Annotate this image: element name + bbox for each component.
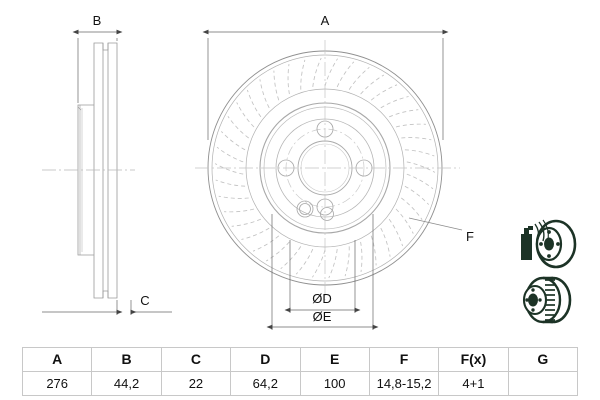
table-header-cell: A <box>21 347 93 372</box>
auxiliary-holes <box>296 200 334 221</box>
dimension-spec-table: A B C D E F F(x) G 276 44,2 22 64,2 100 … <box>21 347 579 396</box>
dimension-C <box>42 300 172 315</box>
table-header-cell: C <box>160 347 232 372</box>
table-value-cell: 14,8-15,2 <box>368 371 440 396</box>
table-header-cell: B <box>91 347 162 372</box>
table-value-cell: 100 <box>299 371 370 396</box>
vent-slot <box>370 235 377 266</box>
vent-slot <box>259 79 270 109</box>
vent-slot <box>287 64 290 95</box>
vent-slot <box>360 241 363 272</box>
table-value-cell: 44,2 <box>91 371 162 396</box>
dimension-diameter-E <box>266 214 379 330</box>
dimension-diameter-D <box>284 240 361 313</box>
vent-slot <box>401 137 432 141</box>
vent-slot <box>224 208 255 213</box>
vent-slot <box>370 84 398 101</box>
aux-hole-plain <box>320 207 334 221</box>
vent-slot <box>395 208 414 234</box>
vent-slot <box>404 185 430 205</box>
vent-slot <box>312 249 326 278</box>
dimension-label-D: ØD <box>312 291 332 306</box>
vent-slot <box>220 131 246 151</box>
technical-drawing-canvas: B C <box>42 13 577 330</box>
vent-slot <box>401 197 423 220</box>
aux-hole-threaded-inner <box>299 203 311 215</box>
table-value-cell: 22 <box>160 371 232 396</box>
table-value-cell: 64,2 <box>230 371 301 396</box>
table-value-row: 276 44,2 22 64,2 100 14,8-15,2 4+1 <box>21 371 579 396</box>
dimension-label-A: A <box>321 13 330 28</box>
vent-slot <box>404 149 435 157</box>
vent-slot <box>236 102 255 128</box>
vent-slot <box>328 249 338 279</box>
vent-slot <box>380 227 391 257</box>
vent-slot <box>241 227 270 240</box>
table-value-cell: 4+1 <box>438 371 509 396</box>
vent-slot <box>380 96 409 109</box>
vent-slot <box>336 61 355 88</box>
vent-slot <box>216 146 244 163</box>
vent-slot <box>273 70 280 101</box>
vent-slot <box>312 57 322 87</box>
table-value-cell: 276 <box>21 371 93 396</box>
vent-slot <box>214 163 244 175</box>
vent-slot <box>246 89 262 118</box>
table-header-cell: D <box>230 347 301 372</box>
vent-slot <box>252 235 280 252</box>
dimension-A <box>202 29 449 140</box>
vent-slot <box>295 248 314 275</box>
table-header-cell: E <box>299 347 370 372</box>
coated-disc-spray-icon <box>521 219 577 269</box>
front-view-group <box>195 40 460 300</box>
dimension-label-B: B <box>93 13 102 28</box>
callout-F <box>408 217 463 231</box>
vent-slot <box>360 74 385 95</box>
vent-slot <box>406 161 436 173</box>
callout-label-F: F <box>466 229 474 244</box>
aux-hole-threaded <box>296 200 314 218</box>
dimension-B <box>72 29 123 103</box>
vent-slot <box>280 246 302 270</box>
vented-disc-3d-icon <box>522 276 572 324</box>
vent-slot <box>388 109 419 118</box>
side-view-group <box>77 42 118 299</box>
dimension-label-C: C <box>140 293 149 308</box>
vent-slot <box>231 218 262 227</box>
vent-slot <box>227 116 249 139</box>
vent-slot <box>344 246 350 277</box>
vent-slot-pattern <box>214 57 436 279</box>
table-header-cell: F(x) <box>438 347 509 372</box>
vent-slot <box>348 66 370 90</box>
vent-slot <box>406 173 434 190</box>
table-header-row: A B C D E F F(x) G <box>21 347 579 372</box>
vent-slot <box>218 195 249 199</box>
table-header-cell: G <box>507 347 579 372</box>
dimension-label-E: ØE <box>313 309 332 324</box>
table-header-cell: F <box>368 347 440 372</box>
vent-slot <box>215 179 246 187</box>
vent-slot <box>265 241 290 262</box>
vent-slot <box>324 58 338 87</box>
vent-slot <box>388 218 404 247</box>
table-value-cell <box>507 371 579 396</box>
vent-slot <box>300 59 306 90</box>
vent-slot <box>395 123 426 128</box>
